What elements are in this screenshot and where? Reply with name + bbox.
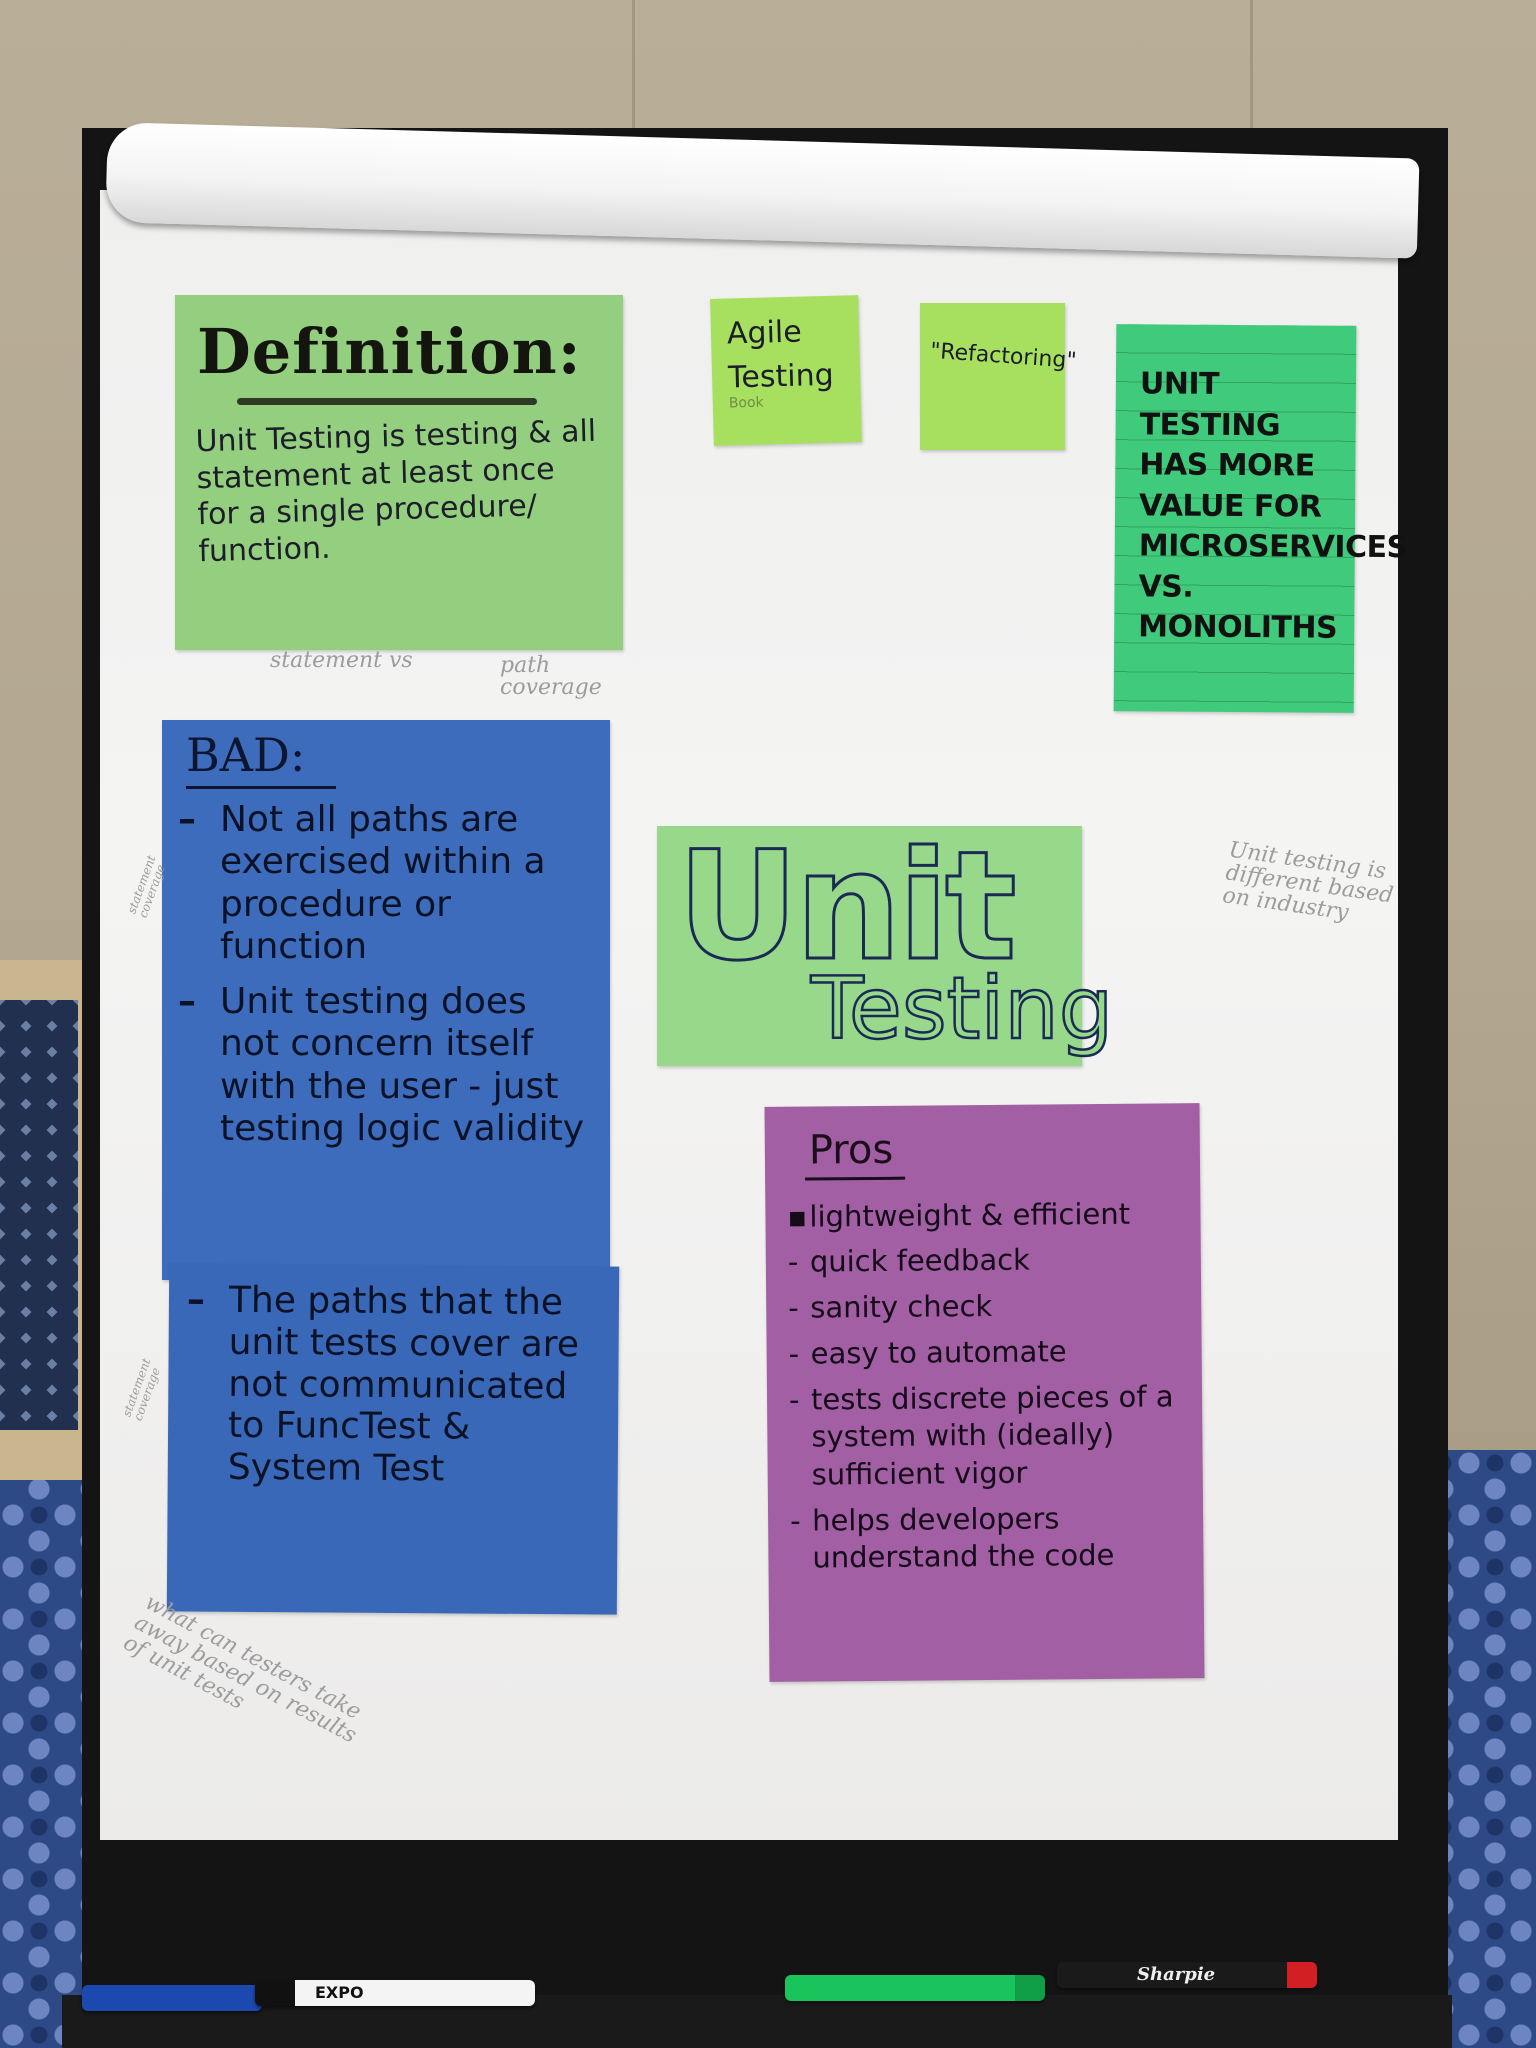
definition-note: Definition: Unit Testing is testing & al… <box>175 295 623 650</box>
expo-label: EXPO <box>315 1983 364 2002</box>
bullet-icon: ▪ <box>787 1199 808 1234</box>
dash-icon: - <box>788 1336 800 1371</box>
testing-title-word: Testing <box>810 959 1115 1059</box>
bad-title: BAD: <box>186 728 306 782</box>
expo-marker: EXPO <box>255 1980 535 2006</box>
microservices-value-text: UNIT TESTING HAS MORE VALUE FOR MICROSER… <box>1138 366 1408 646</box>
unit-testing-title-note: Unit Testing <box>657 820 1115 1066</box>
pros-title-underline <box>805 1176 906 1181</box>
unit-title-word: Unit <box>676 820 1019 994</box>
chair-fabric <box>0 1000 78 1430</box>
bad-item-text: The paths that the unit tests cover are … <box>227 1279 580 1490</box>
bad-title-underline <box>186 786 336 789</box>
definition-underline <box>237 398 537 405</box>
pros-note: Pros ▪lightweight & efficient -quick fee… <box>764 1103 1205 1682</box>
pros-item-text: helps developers understand the code <box>811 1500 1115 1575</box>
bad-list-item: – Unit testing does not concern itself w… <box>178 981 594 1151</box>
bad-note-continued: – The paths that the unit tests cover ar… <box>166 1263 620 1615</box>
pros-list-item: -easy to automate <box>788 1332 1179 1373</box>
pros-item-text: lightweight & efficient <box>809 1196 1131 1234</box>
bad-item-text: Unit testing does not concern itself wit… <box>220 980 585 1150</box>
bad-list-item: – Not all paths are exercised within a p… <box>178 799 594 969</box>
microservices-value-note: UNIT TESTING HAS MORE VALUE FOR MICROSER… <box>1113 324 1408 713</box>
pencil-note-coverage: statement vs <box>270 648 413 673</box>
dash-icon: - <box>788 1290 799 1325</box>
dash-icon: – <box>178 980 196 1022</box>
dash-icon: - <box>789 1503 801 1538</box>
definition-title: Definition: <box>197 315 582 388</box>
pros-list-item: -tests discrete pieces of a system with … <box>789 1378 1181 1494</box>
refactoring-note: "Refactoring" <box>920 303 1078 450</box>
green-marker <box>785 1975 1045 2001</box>
pros-title: Pros <box>808 1126 894 1174</box>
sharpie-label: Sharpie <box>1137 1964 1216 1985</box>
pros-list-item: -helps developers understand the code <box>790 1499 1182 1578</box>
bad-list-item: – The paths that the unit tests cover ar… <box>186 1280 601 1492</box>
dash-icon: - <box>787 1245 799 1280</box>
blue-marker <box>82 1985 262 2011</box>
pros-item-text: sanity check <box>810 1289 993 1325</box>
pros-list-item: ▪lightweight & efficient <box>787 1195 1178 1236</box>
pros-list-item: -sanity check <box>788 1286 1179 1327</box>
pros-item-text: tests discrete pieces of a system with (… <box>810 1378 1174 1492</box>
pencil-note-path-coverage: path coverage <box>500 653 602 700</box>
bad-item-text: Not all paths are exercised within a pro… <box>220 799 546 968</box>
pros-list-item: -quick feedback <box>788 1241 1179 1282</box>
agile-testing-note: Agile Testing Book <box>710 295 862 446</box>
pros-item-text: quick feedback <box>809 1243 1031 1280</box>
pros-item-text: easy to automate <box>810 1334 1067 1371</box>
definition-body: Unit Testing is testing & all statement … <box>195 413 597 570</box>
dash-icon: – <box>186 1279 206 1321</box>
agile-testing-text: Agile Testing <box>726 314 835 396</box>
dash-icon: - <box>788 1382 800 1417</box>
refactoring-text: "Refactoring" <box>929 338 1078 374</box>
sharpie-marker: Sharpie <box>1057 1962 1317 1988</box>
dash-icon: – <box>178 799 196 840</box>
bad-note: BAD: – Not all paths are exercised withi… <box>162 720 610 1280</box>
